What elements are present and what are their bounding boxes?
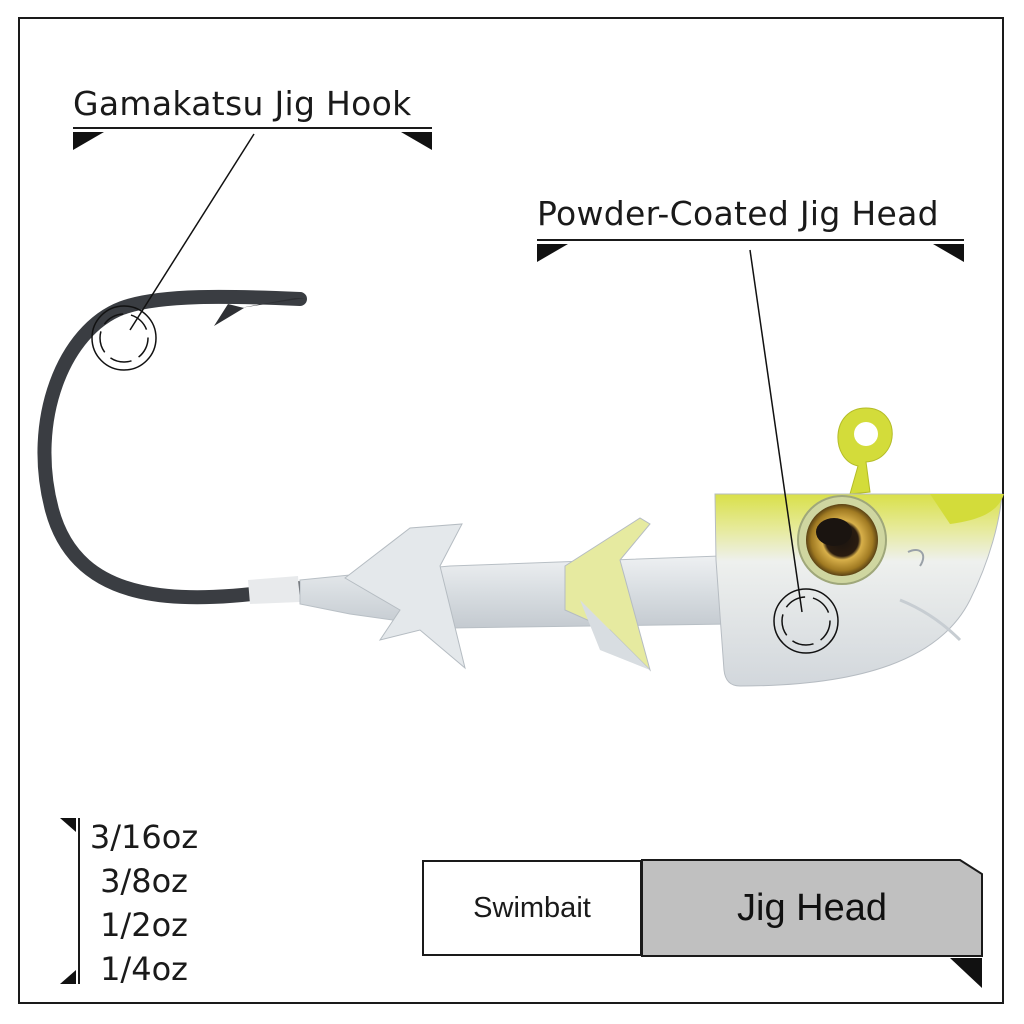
jig-hook [37,289,307,605]
weights-bracket [60,818,80,984]
tab-swimbait-label: Swimbait [473,891,591,924]
weight-option: 1/2oz [100,906,188,944]
head-callout-pointer [749,249,839,654]
weight-options-list: 3/16oz 3/8oz 1/2oz 1/4oz [84,815,204,991]
hook-label-rule [73,127,432,150]
weight-option: 3/8oz [100,862,188,900]
hook-callout-label: Gamakatsu Jig Hook [73,84,412,123]
jig-body [299,517,731,672]
hook-callout-pointer [91,133,255,371]
tab-jig-head-label: Jig Head [737,886,887,929]
image-frame [18,17,1004,1004]
head-callout-label: Powder-Coated Jig Head [537,194,939,233]
head-label-rule [537,239,964,262]
jig-head [714,493,1004,687]
jig-head-tab-shape [641,859,983,988]
line-tie-eye [837,407,893,495]
tab-swimbait[interactable]: Swimbait [422,860,642,956]
weight-option: 3/16oz [89,818,199,856]
weight-option: 1/4oz [100,950,188,988]
tab-jig-head[interactable]: Jig Head [642,860,982,956]
